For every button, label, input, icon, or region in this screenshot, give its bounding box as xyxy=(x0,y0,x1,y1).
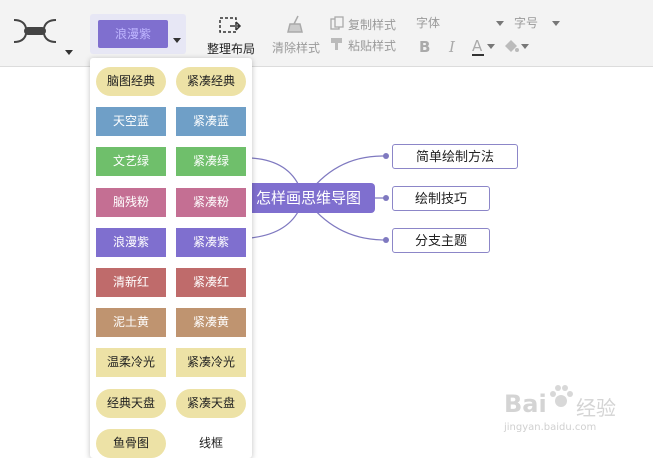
theme-option[interactable]: 浪漫紫 xyxy=(96,227,166,257)
central-topic-node[interactable]: 怎样画思维导图 xyxy=(232,183,375,213)
font-color-label: A xyxy=(472,37,483,55)
subtopic-node[interactable]: 分支主题 xyxy=(392,228,490,253)
theme-option[interactable]: 泥土黄 xyxy=(96,308,166,338)
theme-option[interactable]: 紧凑红 xyxy=(176,268,246,297)
theme-option[interactable]: 清新红 xyxy=(96,268,166,297)
chevron-down-icon xyxy=(173,38,181,43)
copy-style-button[interactable]: 复制样式 xyxy=(328,14,400,32)
theme-option[interactable]: 紧凑紫 xyxy=(176,227,246,257)
paint-bucket-icon xyxy=(505,40,519,52)
italic-button[interactable]: I xyxy=(449,38,455,56)
font-family-label: 字体 xyxy=(416,16,441,30)
paste-brush-icon xyxy=(331,38,342,50)
copy-icon xyxy=(330,16,344,30)
watermark-brand-cn: 经验 xyxy=(576,396,616,420)
theme-option[interactable]: 温柔冷光 xyxy=(96,348,166,378)
structure-button[interactable] xyxy=(8,10,78,60)
mindmap-structure-icon xyxy=(13,19,57,43)
theme-option[interactable]: 紧凑黄 xyxy=(176,308,246,338)
theme-option[interactable]: 线框 xyxy=(176,428,246,458)
theme-option[interactable]: 紧凑粉 xyxy=(176,187,246,217)
theme-option[interactable]: 脑图经典 xyxy=(96,67,166,96)
font-family-select[interactable]: 字体 xyxy=(416,14,506,32)
paste-style-button[interactable]: 粘贴样式 xyxy=(328,35,400,53)
chevron-down-icon xyxy=(521,44,529,49)
theme-option[interactable]: 脑残粉 xyxy=(96,187,166,217)
background-color-button[interactable] xyxy=(502,36,530,58)
theme-dropdown-menu: 脑图经典紧凑经典天空蓝紧凑蓝文艺绿紧凑绿脑残粉紧凑粉浪漫紫紧凑紫清新红紧凑红泥土… xyxy=(90,58,252,458)
broom-icon xyxy=(287,15,303,33)
paste-style-label: 粘贴样式 xyxy=(348,39,397,53)
arrange-layout-button[interactable]: 整理布局 xyxy=(204,14,258,58)
font-size-select[interactable]: 字号 xyxy=(514,14,564,32)
theme-option[interactable]: 鱼骨图 xyxy=(96,428,166,458)
theme-option[interactable]: 紧凑经典 xyxy=(176,67,246,96)
theme-option[interactable]: 文艺绿 xyxy=(96,147,166,177)
chevron-down-icon xyxy=(487,44,495,49)
watermark: Bai 经验 jingyan.baidu.com xyxy=(500,382,650,442)
connector-dot xyxy=(383,153,389,159)
font-color-underline xyxy=(472,54,484,56)
layout-icon xyxy=(219,17,242,33)
bold-button[interactable]: B xyxy=(419,38,431,56)
subtopic-node[interactable]: 简单绘制方法 xyxy=(392,144,518,169)
watermark-url: jingyan.baidu.com xyxy=(504,422,597,433)
toolbar: 浪漫紫 整理布局 清除样式 复制样式 粘贴样式 字体 字号 xyxy=(0,0,653,67)
paw-logo-icon xyxy=(550,385,573,407)
theme-button[interactable]: 浪漫紫 xyxy=(90,14,186,54)
chevron-down-icon xyxy=(496,21,504,26)
clear-style-label: 清除样式 xyxy=(272,41,321,55)
clear-style-button[interactable]: 清除样式 xyxy=(270,14,322,55)
subtopic-node[interactable]: 绘制技巧 xyxy=(392,186,490,211)
connector-dot xyxy=(383,237,389,243)
chevron-down-icon xyxy=(65,50,73,55)
theme-option[interactable]: 紧凑蓝 xyxy=(176,107,246,137)
theme-option[interactable]: 紧凑天盘 xyxy=(176,388,246,418)
theme-option[interactable]: 天空蓝 xyxy=(96,107,166,137)
theme-option[interactable]: 紧凑绿 xyxy=(176,147,246,177)
connector-dot xyxy=(383,195,389,201)
theme-current-swatch: 浪漫紫 xyxy=(98,20,168,48)
font-color-button[interactable]: A xyxy=(472,36,496,58)
theme-option[interactable]: 经典天盘 xyxy=(96,388,166,418)
theme-option[interactable]: 紧凑冷光 xyxy=(176,348,246,378)
copy-style-label: 复制样式 xyxy=(348,18,397,32)
watermark-brand: Bai xyxy=(504,390,547,418)
font-size-label: 字号 xyxy=(514,16,539,30)
chevron-down-icon xyxy=(552,21,560,26)
arrange-layout-label: 整理布局 xyxy=(206,42,255,56)
